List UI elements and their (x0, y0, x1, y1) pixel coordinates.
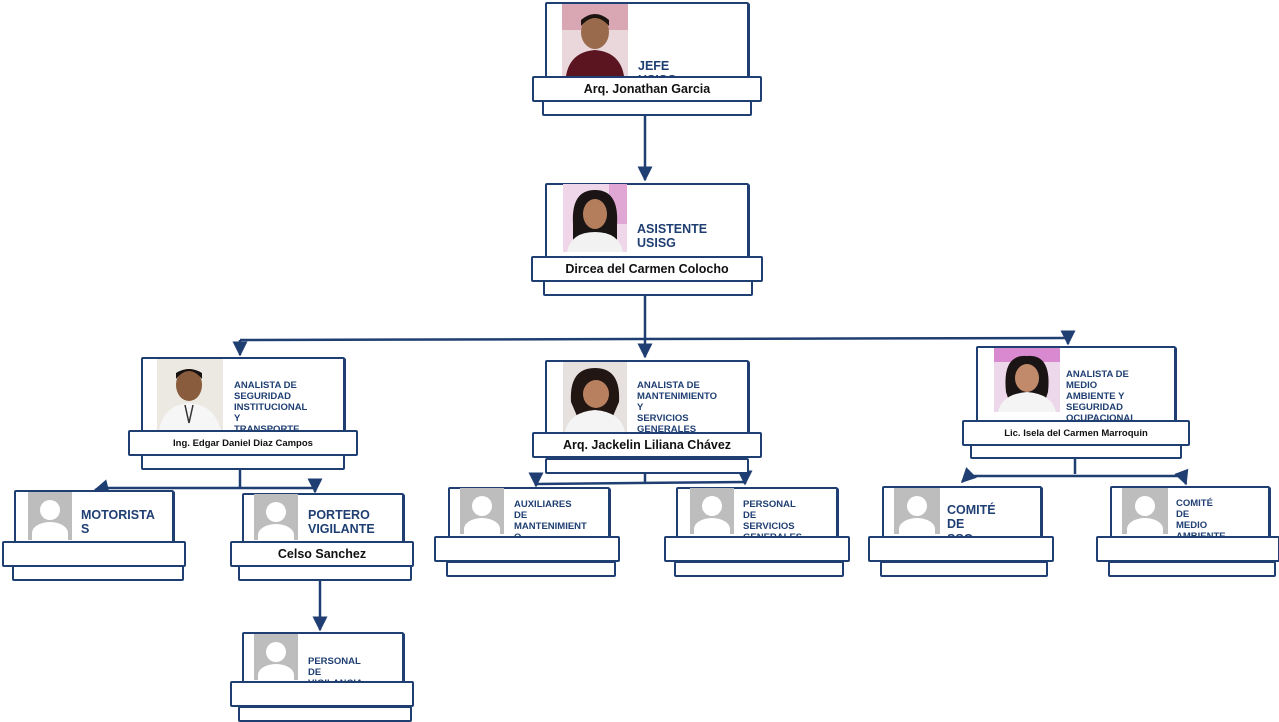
node-title: ANALISTA DE MEDIO AMBIENTE Y SEGURIDAD O… (1066, 369, 1137, 424)
connector-to-motoristas (93, 479, 110, 495)
node-name (434, 536, 620, 562)
node-base-plate (238, 706, 412, 722)
placeholder-avatar-icon (1122, 488, 1168, 534)
node-base-plate (238, 565, 412, 581)
node-base-plate (446, 561, 616, 577)
node-title: MOTORISTA S (81, 508, 155, 537)
node-title: ANALISTA DE SEGURIDAD INSTITUCIONAL Y TR… (234, 380, 308, 435)
portrait-photo (994, 348, 1060, 412)
node-title: ANALISTA DE MANTENIMIENTO Y SERVICIOS GE… (637, 380, 718, 435)
connector-analistas-bar (239, 336, 1069, 342)
placeholder-avatar-icon (254, 634, 298, 680)
node-name: Lic. Isela del Carmen Marroquin (962, 420, 1190, 446)
node-name (868, 536, 1054, 562)
portrait-photo (157, 359, 223, 431)
node-name (664, 536, 850, 562)
node-base-plate (674, 561, 844, 577)
connector-mantenimiento-bar (535, 480, 746, 486)
node-base-plate (1108, 561, 1276, 577)
placeholder-avatar-icon (28, 492, 72, 540)
placeholder-avatar-icon (894, 488, 940, 534)
placeholder-avatar-icon (254, 494, 298, 540)
node-base-plate (141, 454, 345, 470)
node-base-plate (880, 561, 1048, 577)
node-title: ASISTENTE USISG (637, 222, 708, 251)
connector-to-comite-sso (960, 467, 977, 484)
node-base-plate (545, 458, 749, 474)
node-name: Ing. Edgar Daniel Diaz Campos (128, 430, 358, 456)
portrait-photo (562, 4, 628, 76)
node-name (1096, 536, 1279, 562)
node-title: PORTERO VIGILANTE (308, 508, 375, 537)
connector-to-comite-ma (1174, 468, 1189, 486)
placeholder-avatar-icon (690, 488, 734, 534)
portrait-photo (563, 184, 627, 252)
node-base-plate (542, 100, 752, 116)
node-base-plate (12, 565, 184, 581)
portrait-photo (563, 362, 627, 432)
node-base-plate (543, 280, 753, 296)
node-name: Arq. Jonathan Garcia (532, 76, 762, 102)
node-name: Celso Sanchez (230, 541, 414, 567)
node-name (2, 541, 186, 567)
placeholder-avatar-icon (460, 488, 504, 534)
node-name: Dircea del Carmen Colocho (531, 256, 763, 282)
node-name: Arq. Jackelin Liliana Chávez (532, 432, 762, 458)
node-name (230, 681, 414, 707)
